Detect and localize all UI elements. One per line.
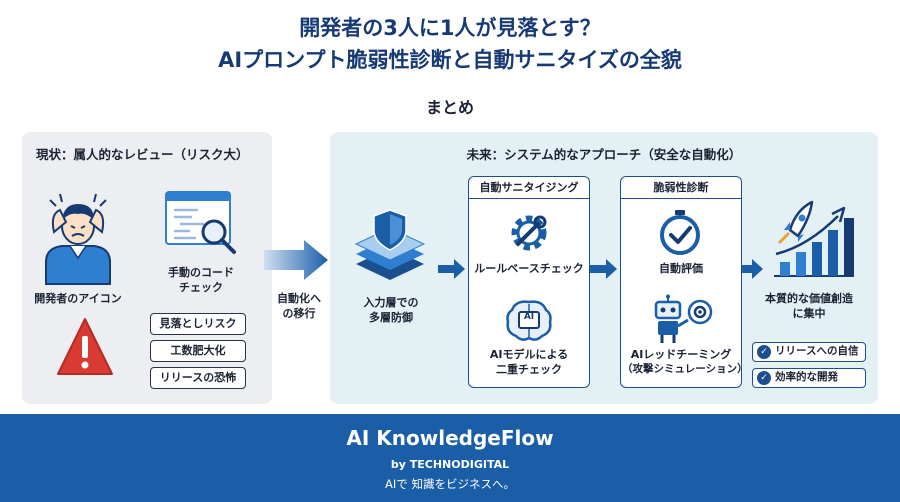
ai-double-check-label-1: AIモデルによる — [489, 348, 569, 361]
vulnerability-diagnosis-heading: 脆弱性診断 — [621, 177, 741, 199]
value-creation-label-1: 本質的な価値創造 — [765, 292, 853, 305]
defense-label-1: 入力層での — [363, 296, 419, 309]
auto-sanitizing-box: 自動サニタイジング — [468, 176, 590, 388]
auto-sanitizing-heading: 自動サニタイジング — [469, 177, 589, 199]
footer-brand: AI KnowledgeFlow — [346, 426, 554, 450]
ai-double-check-label-2: 二重チェック — [496, 363, 562, 376]
gear-wrench-icon — [511, 215, 547, 251]
ai-chip-label: AI — [523, 312, 535, 322]
value-creation-label-2: に集中 — [792, 307, 826, 320]
ai-brain-icon — [506, 300, 552, 341]
risk-tag-workload: 工数肥大化 — [150, 340, 246, 362]
stressed-developer-icon — [45, 193, 111, 285]
flow-arrow-icon — [438, 259, 465, 279]
footer-tagline: AIで 知識をビジネスへ。 — [385, 477, 515, 491]
benefit-label: リリースへの自信 — [775, 345, 859, 357]
benefit-release-confidence: ✓ リリースへの自信 — [752, 342, 866, 362]
risk-tag-release-fear: リリースの恐怖 — [150, 367, 246, 389]
manual-check-label-2: チェック — [179, 281, 223, 294]
risk-tag-oversight: 見落としリスク — [150, 313, 246, 335]
footer-by: by TECHNODIGITAL — [390, 458, 510, 471]
benefit-efficient-development: ✓ 効率的な開発 — [752, 368, 866, 388]
transition-label-2: の移行 — [282, 307, 316, 320]
rule-based-check-label: ルールベースチェック — [474, 262, 584, 275]
transition-label-1: 自動化へ — [277, 292, 321, 305]
ai-red-teaming-label-1: AIレッドチーミング — [630, 348, 732, 361]
check-icon: ✓ — [757, 345, 771, 359]
page-title-line-2: AIプロンプト脆弱性診断と自動サニタイズの全貌 — [218, 48, 682, 72]
future-state-heading: 未来：システム的なアプローチ（安全な自動化） — [466, 147, 742, 162]
robot-target-icon — [654, 294, 713, 343]
manual-check-label-1: 手動のコード — [168, 266, 234, 279]
page-title-line-1: 開発者の3人に1人が見落とす？ — [299, 16, 601, 40]
flow-arrow-icon — [590, 259, 617, 279]
footer-banner: AI KnowledgeFlow by TECHNODIGITAL AIで 知識… — [0, 414, 900, 502]
warning-icon — [57, 318, 113, 375]
auto-evaluation-label: 自動評価 — [659, 262, 703, 275]
check-icon: ✓ — [757, 371, 771, 385]
code-review-icon — [165, 191, 236, 254]
layered-shield-icon — [354, 209, 426, 280]
current-state-heading: 現状：属人的なレビュー（リスク大） — [36, 147, 249, 162]
section-title: まとめ — [425, 98, 474, 117]
ai-red-teaming-label-2: （攻撃シミュレーション） — [622, 363, 748, 375]
defense-label-2: 多層防御 — [369, 311, 413, 324]
rocket-growth-icon — [774, 200, 854, 277]
flow-arrow-icon — [736, 259, 763, 279]
transition-arrow-icon — [264, 240, 328, 280]
stopwatch-check-icon — [660, 210, 700, 255]
benefit-label: 効率的な開発 — [775, 371, 838, 383]
developer-label: 開発者のアイコン — [34, 292, 122, 305]
